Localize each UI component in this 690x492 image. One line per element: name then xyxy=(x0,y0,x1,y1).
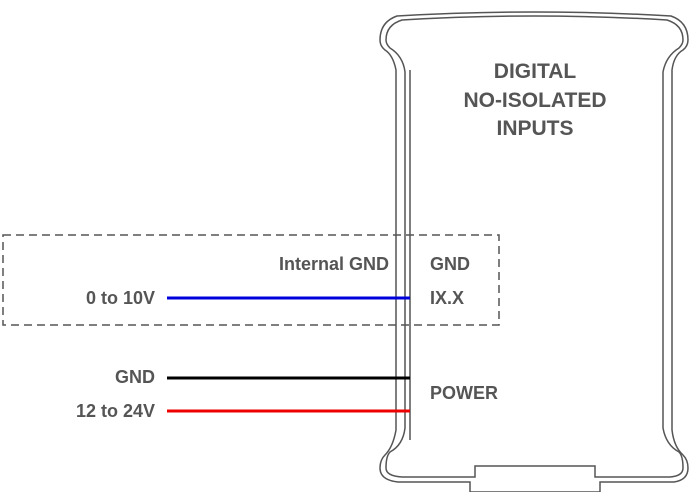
enclosure-outer-outline xyxy=(379,11,689,492)
signal-voltage-label: 0 to 10V xyxy=(85,288,155,308)
device-enclosure xyxy=(379,11,689,492)
internal-gnd-label: Internal GND xyxy=(278,254,389,274)
device-title-line-3: INPUTS xyxy=(496,117,574,140)
enclosure-inner-outline xyxy=(385,15,684,478)
terminal-input-label: IX.X xyxy=(430,288,465,308)
device-title-line-2: NO-ISOLATED xyxy=(463,89,607,112)
terminal-power-label: POWER xyxy=(430,383,499,403)
supply-voltage-label: 12 to 24V xyxy=(75,401,155,421)
terminal-gnd-label: GND xyxy=(430,254,470,274)
signal-group-dashed-box xyxy=(2,234,500,326)
gnd-wire-label: GND xyxy=(115,367,155,387)
device-title-line-1: DIGITAL xyxy=(493,60,577,83)
